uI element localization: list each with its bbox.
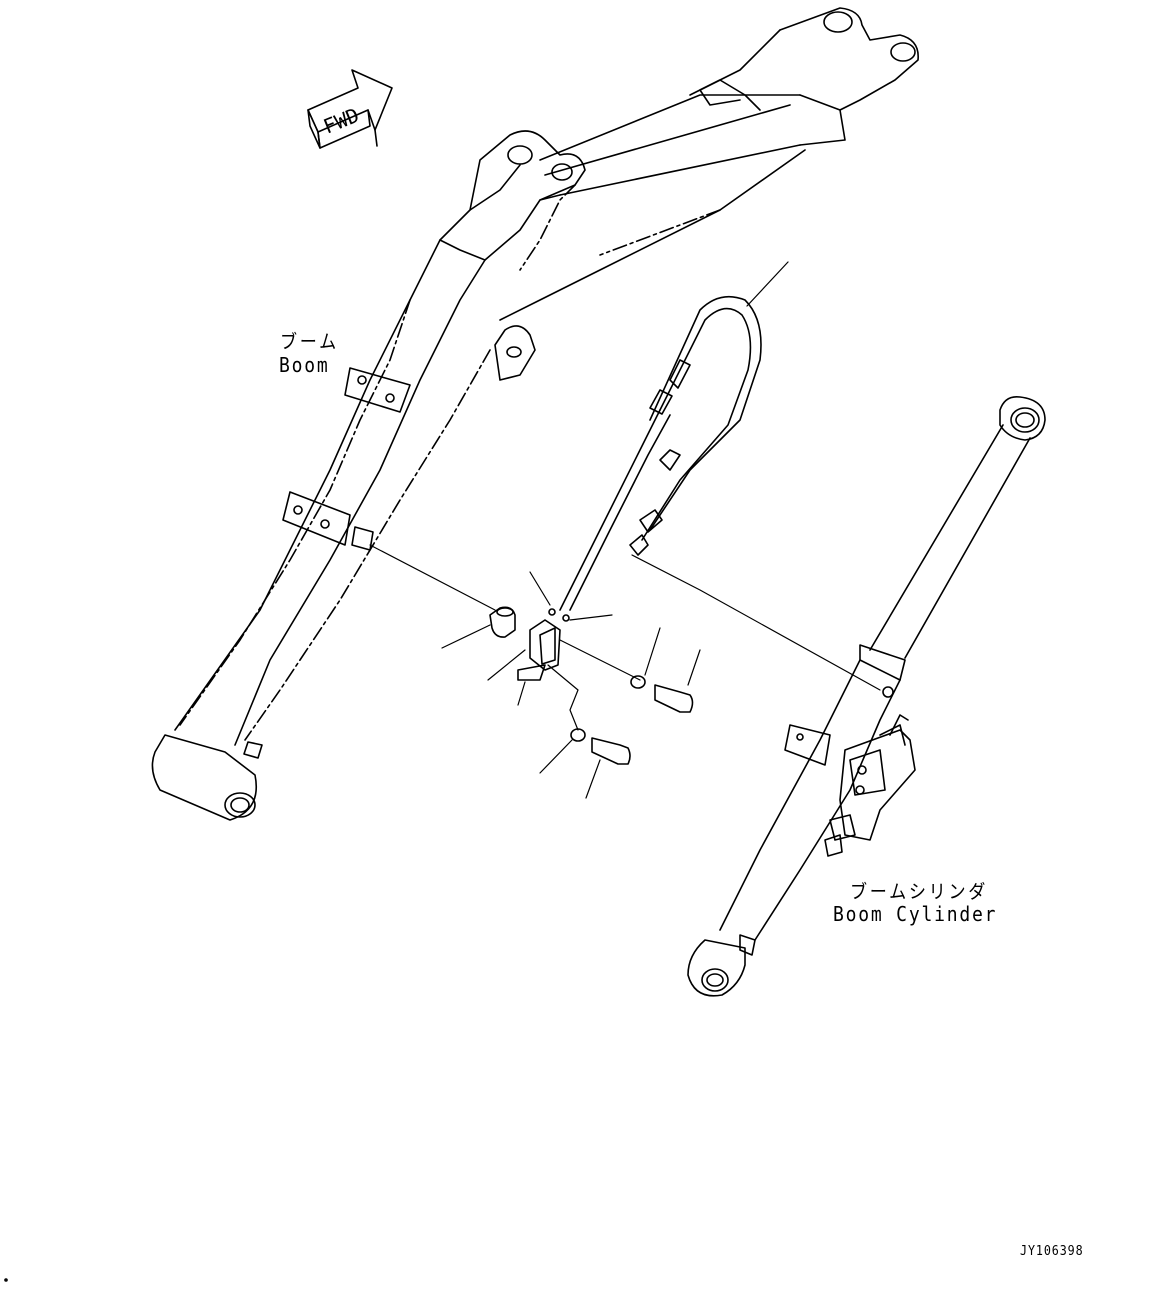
drawing-code: JY106398 (1020, 1244, 1084, 1259)
boom-cylinder-label-en: Boom Cylinder (833, 902, 998, 926)
margin-mark (4, 1278, 8, 1282)
boom-label-jp: ブーム (280, 331, 339, 353)
boom-label-en: Boom (279, 353, 330, 377)
hydraulic-hose (559, 295, 762, 611)
leader-lines (369, 261, 881, 799)
boom-arm (151, 7, 919, 821)
boom-cylinder-label-jp: ブームシリンダ (850, 881, 989, 903)
fwd-arrow: FWD (307, 69, 393, 149)
clamp-parts (489, 606, 694, 765)
boom-cylinder (687, 395, 1046, 997)
